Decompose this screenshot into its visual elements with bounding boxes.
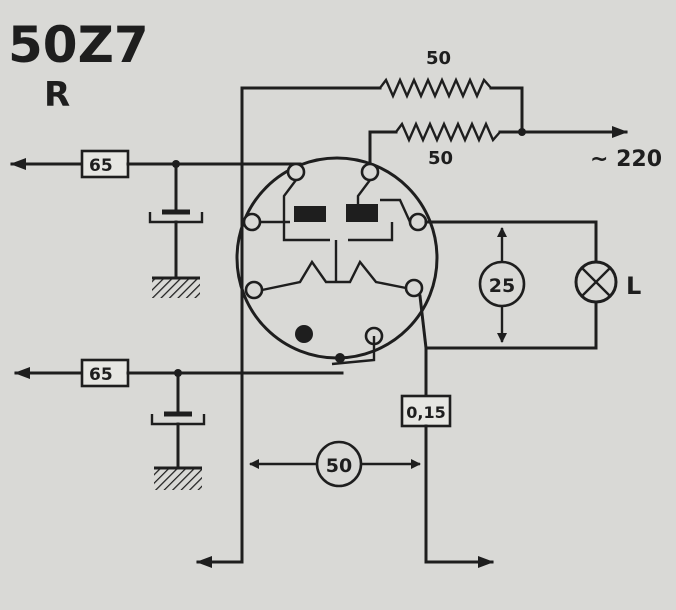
left-upper-resistor-value: 65 bbox=[89, 156, 113, 176]
lamp-label: L bbox=[626, 272, 641, 300]
cathode-branch bbox=[196, 378, 494, 568]
mains-label: ~ 220 bbox=[590, 147, 662, 172]
left-lower-branch bbox=[14, 358, 344, 490]
bottom-resistor-indicator bbox=[249, 440, 421, 488]
tube-internals bbox=[242, 162, 428, 366]
top-upper-resistor bbox=[240, 77, 524, 554]
tube-type-label: 50Z7 bbox=[8, 16, 149, 74]
tube-sub-label: R bbox=[44, 75, 70, 115]
bottom-resistor-value: 50 bbox=[326, 455, 352, 477]
pilot-shunt-value: 25 bbox=[489, 275, 515, 297]
cathode-resistor-value: 0,15 bbox=[406, 403, 445, 422]
top-lower-resistor-value: 50 bbox=[428, 148, 453, 169]
top-lower-resistor bbox=[368, 121, 628, 174]
top-upper-resistor-value: 50 bbox=[426, 48, 451, 69]
left-upper-branch bbox=[10, 149, 302, 298]
left-lower-resistor-value: 65 bbox=[89, 365, 113, 385]
pilot-lamp-branch bbox=[418, 220, 618, 382]
